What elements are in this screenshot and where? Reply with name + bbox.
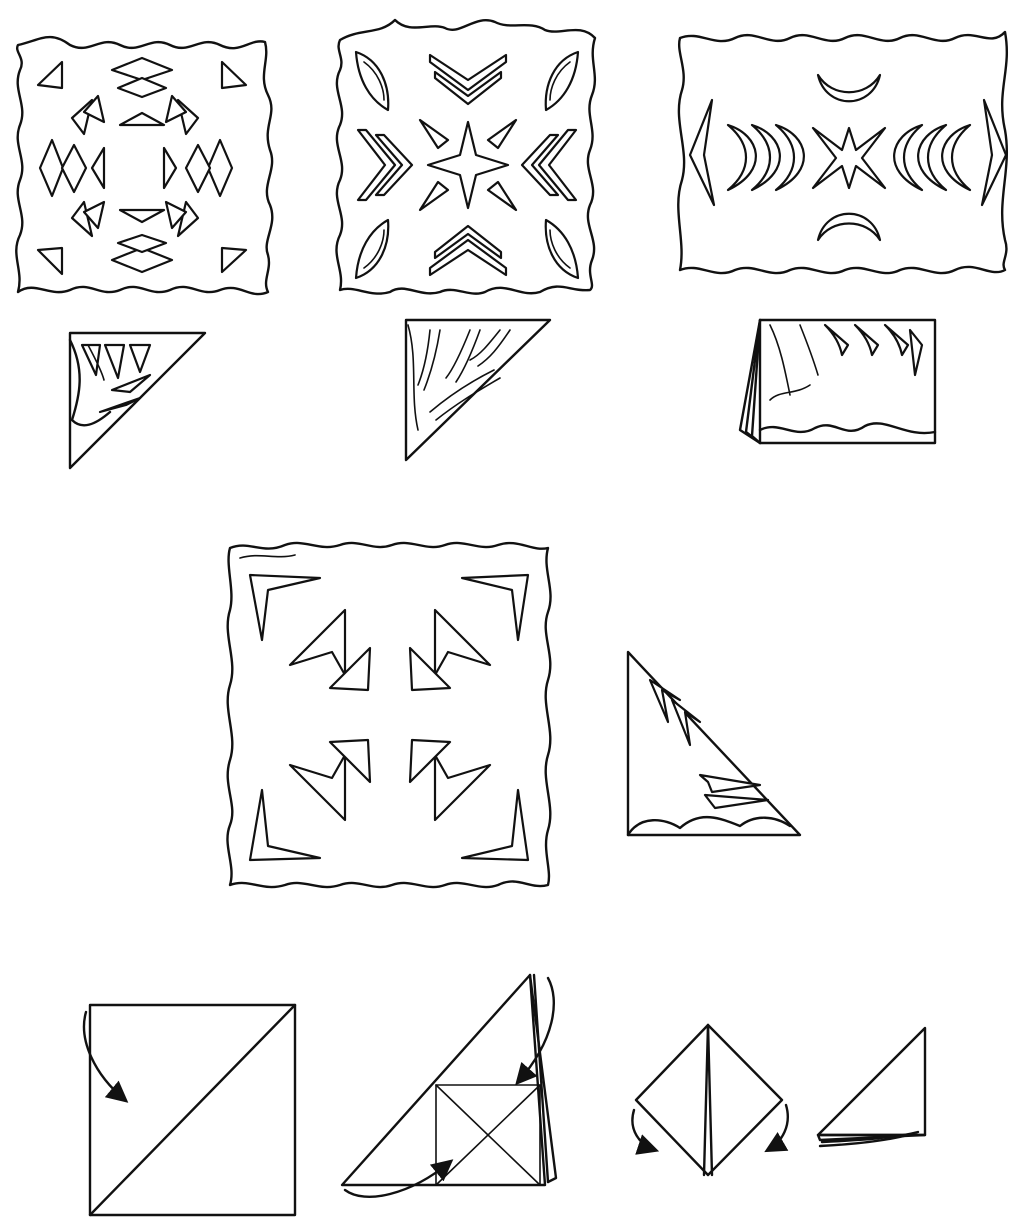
- snowflake-4: [227, 543, 550, 887]
- fold-step-2: [342, 975, 556, 1197]
- snowflake-2: [336, 20, 595, 294]
- folded-3: [740, 320, 935, 443]
- folded-1: [70, 333, 205, 468]
- snowflake-3: [678, 32, 1007, 273]
- folded-2: [406, 320, 550, 460]
- snowflake-1: [16, 37, 272, 294]
- fold-step-4: [818, 1028, 925, 1146]
- folded-4: [628, 652, 800, 835]
- folded-triangle-icon: [818, 1028, 925, 1135]
- fold-step-3: [632, 1025, 787, 1175]
- curved-arrow-icon: [345, 1162, 450, 1197]
- fold-step-1: [84, 1005, 295, 1215]
